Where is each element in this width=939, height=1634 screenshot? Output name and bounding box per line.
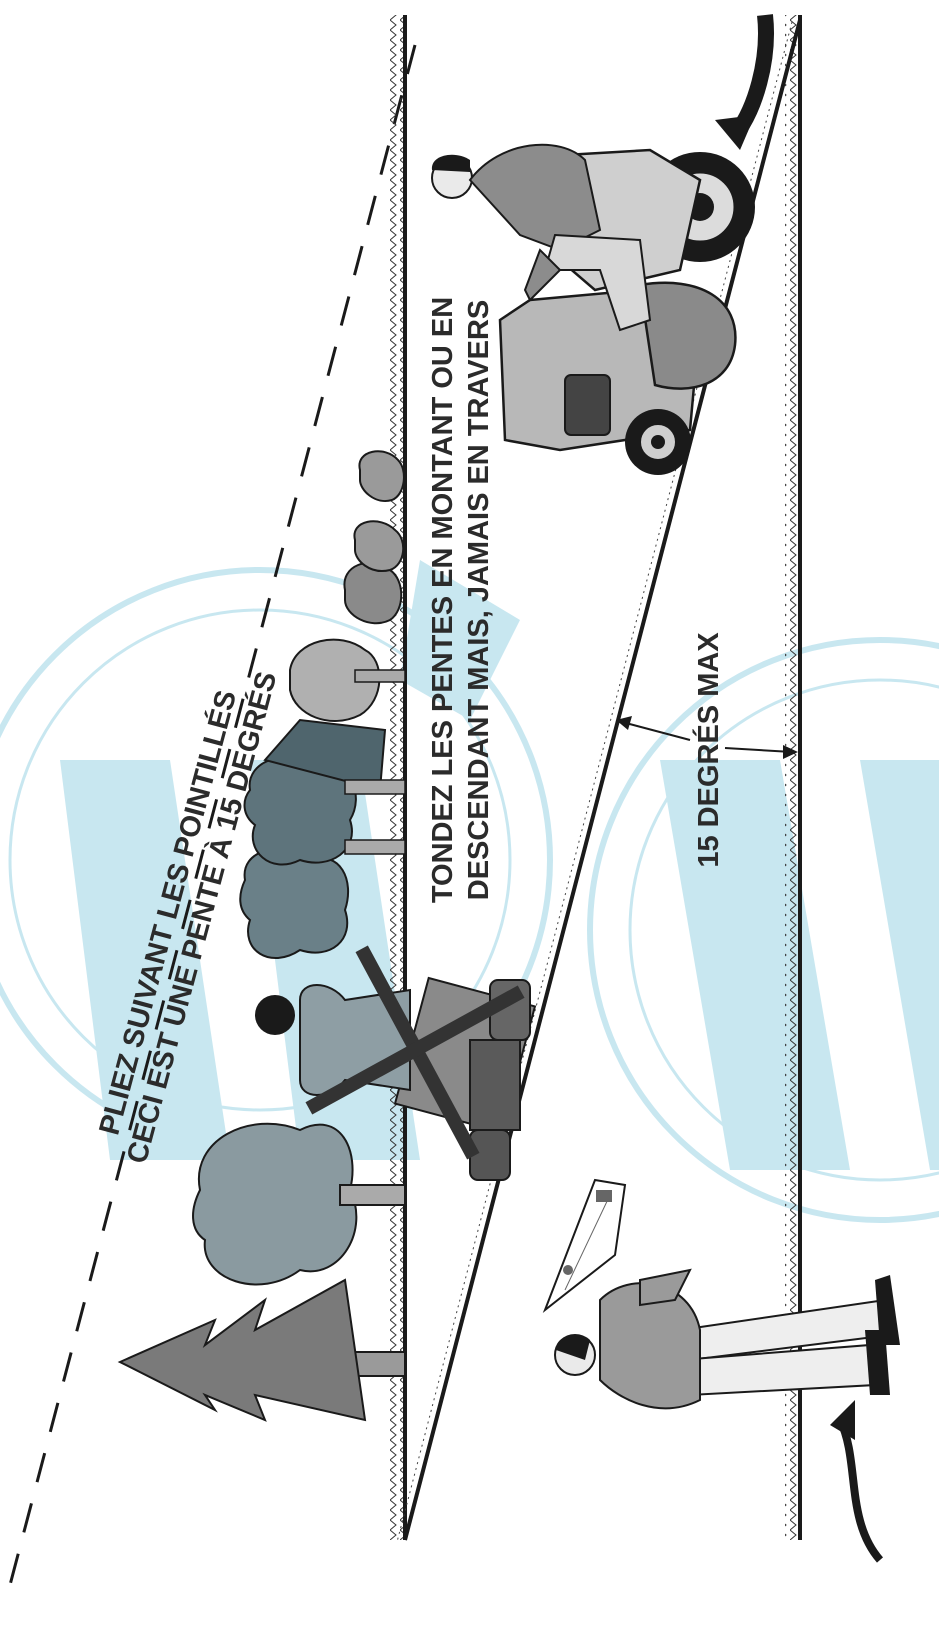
tree-icon	[344, 451, 404, 623]
direction-arrow-icon	[715, 15, 766, 150]
person-holding-gauge-icon	[545, 1180, 900, 1408]
tree-icon	[120, 1280, 405, 1420]
reference-ground-line	[785, 15, 800, 1540]
max-angle-label: 15 DEGRÉS MAX	[691, 632, 725, 868]
mowing-instruction-line-1: TONDEZ LES PENTES EN MONTANT OU EN	[427, 297, 459, 903]
rotate-arrow-icon	[830, 1400, 880, 1560]
flat-ground-line	[390, 15, 405, 1540]
mowing-instruction-line-2: DESCENDANT MAIS, JAMAIS EN TRAVERS	[463, 300, 495, 900]
